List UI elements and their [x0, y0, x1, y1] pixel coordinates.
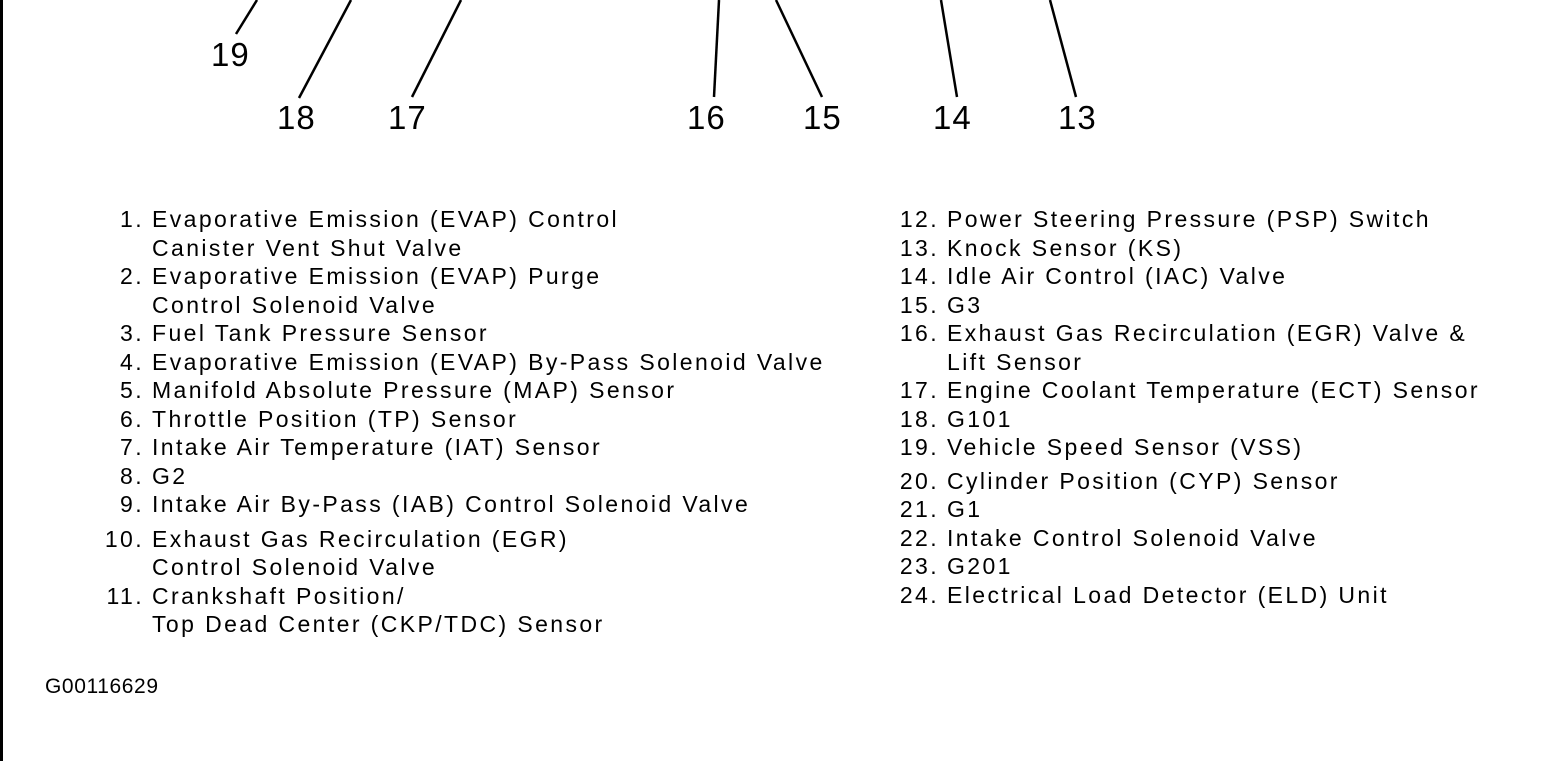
legend-item-text: Intake Control Solenoid Valve — [947, 524, 1318, 551]
legend-item-16: 16. Exhaust Gas Recirculation (EGR) Valve… — [893, 319, 1553, 376]
legend-item-number: 7. — [120, 434, 144, 460]
legend-item-number: 9. — [120, 491, 144, 517]
legend-item-10: 10. Exhaust Gas Recirculation (EGR) Contr… — [98, 525, 888, 582]
legend-item-text: Electrical Load Detector (ELD) Unit — [947, 581, 1389, 608]
legend-item-number: 14. — [899, 263, 939, 289]
legend-item-22: 22. Intake Control Solenoid Valve — [893, 524, 1553, 553]
legend-item-number: 12. — [899, 206, 939, 232]
legend-item-number: 17. — [899, 377, 939, 403]
legend-item-number: 8. — [120, 462, 144, 489]
legend-item-text: Evaporative Emission (EVAP) By-Pass Sole… — [152, 348, 825, 375]
legend-item-4: 4. Evaporative Emission (EVAP) By-Pass So… — [98, 348, 888, 377]
legend-item-24: 24. Electrical Load Detector (ELD) Unit — [893, 581, 1553, 610]
legend-item-15: 15. G3 — [893, 291, 1553, 320]
legend-item-18: 18. G101 — [893, 405, 1553, 434]
legend-item-number: 3. — [120, 320, 144, 346]
legend-item-text: G3 — [947, 291, 983, 318]
callout-label-15: 15 — [803, 99, 842, 136]
legend-item-number: 13. — [899, 234, 939, 261]
legend-item-number: 11. — [106, 582, 144, 609]
legend-item-text: Power Steering Pressure (PSP) Switch — [947, 206, 1431, 232]
legend-item-12: 12. Power Steering Pressure (PSP) Switch — [893, 205, 1553, 234]
legend-item-number: 20. — [899, 467, 939, 494]
legend-item-text: Throttle Position (TP) Sensor — [152, 405, 519, 432]
callout-label-19: 19 — [211, 36, 250, 73]
figure-left-border — [0, 0, 3, 761]
legend-item-number: 22. — [899, 524, 939, 551]
leader-line-17 — [410, 0, 463, 98]
legend-item-8: 8. G2 — [98, 462, 888, 491]
legend-item-text: Crankshaft Position/ Top Dead Center (CK… — [152, 582, 605, 638]
legend-item-11: 11. Crankshaft Position/ Top Dead Center … — [98, 582, 888, 639]
legend-item-text: Intake Air Temperature (IAT) Sensor — [152, 434, 603, 460]
legend-item-9: 9. Intake Air By-Pass (IAB) Control Solen… — [98, 490, 888, 519]
legend-item-number: 19. — [899, 434, 939, 460]
legend-item-14: 14. Idle Air Control (IAC) Valve — [893, 262, 1553, 291]
legend-item-text: G201 — [947, 553, 1013, 579]
callout-leader-lines — [234, 0, 1078, 99]
legend-right-column: 12.Power Steering Pressure (PSP) Switch … — [893, 205, 1553, 609]
leader-line-13 — [1048, 0, 1078, 98]
legend-item-text: Knock Sensor (KS) — [947, 234, 1184, 261]
legend-item-text: G1 — [947, 496, 983, 522]
leader-line-18 — [297, 0, 353, 99]
leader-line-15 — [774, 0, 824, 98]
legend-item-text: G101 — [947, 405, 1013, 432]
legend-item-number: 10. — [104, 525, 144, 552]
legend-item-19: 19. Vehicle Speed Sensor (VSS) — [893, 433, 1553, 462]
leader-line-14 — [939, 0, 959, 98]
legend-item-number: 16. — [899, 320, 939, 346]
legend-left-column: 1. Evaporative Emission (EVAP) Control Ca… — [98, 205, 888, 639]
legend-item-number: 5. — [120, 377, 144, 403]
legend-item-number: 23. — [899, 553, 939, 579]
legend-item-2: 2. Evaporative Emission (EVAP) Purge Cont… — [98, 262, 888, 319]
legend-item-text: Idle Air Control (IAC) Valve — [947, 263, 1288, 289]
legend-item-text: G2 — [152, 462, 188, 489]
legend-item-number: 6. — [120, 405, 144, 432]
legend-item-number: 18. — [899, 405, 939, 432]
legend-item-text: Exhaust Gas Recirculation (EGR) Valve & … — [947, 320, 1468, 375]
legend-item-1: 1. Evaporative Emission (EVAP) Control Ca… — [98, 205, 888, 262]
figure-code: G00116629 — [45, 675, 159, 698]
callout-label-18: 18 — [277, 99, 316, 136]
legend-item-text: Evaporative Emission (EVAP) Purge Contro… — [152, 263, 602, 318]
legend-item-text: Vehicle Speed Sensor (VSS) — [947, 434, 1304, 460]
legend-item-21: 21. G1 — [893, 495, 1553, 524]
leader-line-16 — [712, 0, 721, 98]
legend-item-number: 4. — [120, 348, 144, 375]
legend-item-20: 20. Cylinder Position (CYP) Sensor — [893, 467, 1553, 496]
legend-item-number: 15. — [899, 291, 939, 318]
callout-label-17: 17 — [388, 99, 427, 136]
legend-item-17: 17. Engine Coolant Temperature (ECT) Sens… — [893, 376, 1553, 405]
callout-label-14: 14 — [933, 99, 972, 136]
legend-item-text: Exhaust Gas Recirculation (EGR) Control … — [152, 525, 569, 581]
legend-item-number: 24. — [899, 581, 939, 608]
legend-item-text: Fuel Tank Pressure Sensor — [152, 320, 489, 346]
legend-item-3: 3. Fuel Tank Pressure Sensor — [98, 319, 888, 348]
legend-item-text: Intake Air By-Pass (IAB) Control Solenoi… — [152, 491, 751, 517]
callout-label-16: 16 — [687, 99, 726, 136]
legend-item-text: Cylinder Position (CYP) Sensor — [947, 467, 1340, 494]
legend-item-5: 5. Manifold Absolute Pressure (MAP) Senso… — [98, 376, 888, 405]
legend-item-number: 2. — [120, 263, 144, 289]
legend-item-13: 13. Knock Sensor (KS) — [893, 234, 1553, 263]
callout-label-13: 13 — [1058, 99, 1097, 136]
legend-item-text: Manifold Absolute Pressure (MAP) Sensor — [152, 377, 677, 403]
legend-item-7: 7. Intake Air Temperature (IAT) Sensor — [98, 433, 888, 462]
legend-item-text: Evaporative Emission (EVAP) Control Cani… — [152, 206, 620, 261]
leader-line-19 — [234, 0, 259, 35]
legend-item-6: 6. Throttle Position (TP) Sensor — [98, 405, 888, 434]
legend-item-23: 23. G201 — [893, 552, 1553, 581]
legend-item-text: Engine Coolant Temperature (ECT) Sensor — [947, 377, 1480, 403]
legend-item-number: 21. — [899, 496, 939, 522]
legend-item-number: 1. — [120, 206, 144, 232]
